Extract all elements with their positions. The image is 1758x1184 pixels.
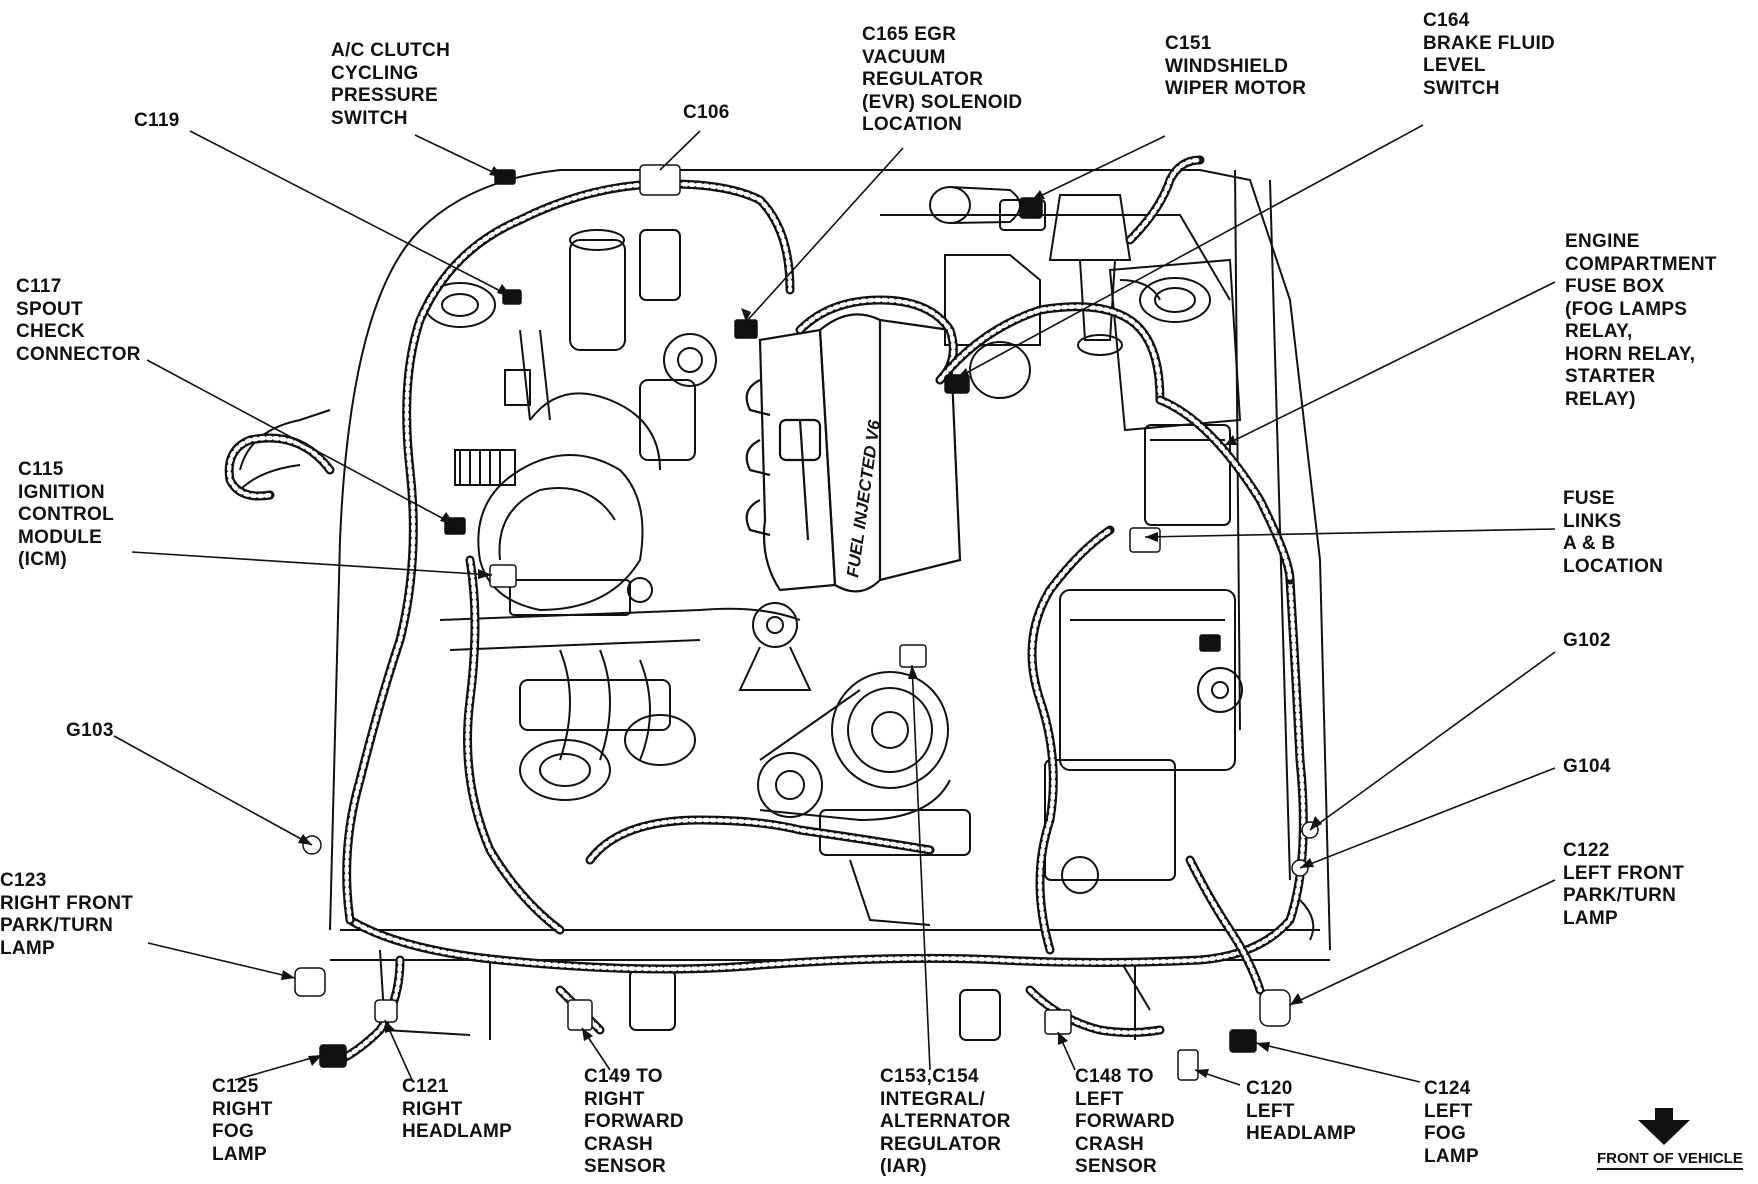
connector-c148: [1044, 1009, 1072, 1035]
connector-c165: [734, 319, 758, 339]
connectors: [294, 164, 1319, 1081]
callout-c151-wiper-motor: C151 WINDSHIELD WIPER MOTOR: [1165, 33, 1307, 99]
callout-fuse-links: FUSE LINKS A & B LOCATION: [1563, 488, 1664, 577]
compartment-outline: [329, 169, 1331, 1040]
callout-c164-brake-fluid-switch: C164 BRAKE FLUID LEVEL SWITCH: [1423, 10, 1556, 99]
connector-c123: [294, 967, 326, 997]
callout-c121-right-headlamp: C121 RIGHT HEADLAMP: [402, 1076, 513, 1142]
connector-c120: [1177, 1049, 1199, 1081]
connector-c115: [489, 564, 517, 588]
intake-manifold: [745, 313, 962, 593]
front-of-vehicle-label: FRONT OF VEHICLE: [1597, 1150, 1743, 1170]
callout-g103: G103: [66, 720, 114, 741]
leader-arrowheads: [281, 166, 1322, 1078]
callout-c148-left-crash-sensor: C148 TO LEFT FORWARD CRASH SENSOR: [1075, 1066, 1175, 1177]
connector-c124: [1229, 1029, 1257, 1053]
callout-c120-left-headlamp: C120 LEFT HEADLAMP: [1246, 1078, 1357, 1144]
callout-c125-right-fog: C125 RIGHT FOG LAMP: [212, 1076, 273, 1165]
connector-c122: [1259, 989, 1291, 1027]
connector-c121: [374, 999, 398, 1023]
connector-c106: [639, 164, 681, 196]
callout-c149-right-crash-sensor: C149 TO RIGHT FORWARD CRASH SENSOR: [584, 1066, 684, 1177]
callout-c165-evr-solenoid: C165 EGR VACUUM REGULATOR (EVR) SOLENOID…: [862, 24, 1023, 135]
engine-badge: FUEL INJECTED V6: [843, 419, 884, 579]
callout-c106: C106: [683, 102, 730, 123]
callout-g102: G102: [1563, 630, 1611, 651]
callout-c153-c154-iar: C153,C154 INTEGRAL/ ALTERNATOR REGULATOR…: [880, 1066, 1011, 1177]
fender-components-right: [239, 229, 681, 491]
intake-assembly: [477, 329, 717, 612]
connector-c153: [899, 644, 927, 668]
callout-c117-spout-connector: C117 SPOUT CHECK CONNECTOR: [16, 276, 141, 365]
connector-c151: [1019, 197, 1043, 219]
connector-c125: [319, 1044, 347, 1068]
callout-c115-icm: C115 IGNITION CONTROL MODULE (ICM): [18, 459, 115, 570]
leader-lines: [113, 124, 1556, 1086]
callout-c124-left-fog: C124 LEFT FOG LAMP: [1424, 1078, 1480, 1167]
callout-g104: G104: [1563, 756, 1611, 777]
down-arrow-icon: [1638, 1108, 1690, 1145]
callout-engine-fuse-box: ENGINE COMPARTMENT FUSE BOX (FOG LAMPS R…: [1565, 231, 1717, 410]
callout-ac-clutch-switch: A/C CLUTCH CYCLING PRESSURE SWITCH: [331, 40, 451, 129]
fuse-box-battery: [1044, 258, 1243, 894]
callout-c122-left-park-turn: C122 LEFT FRONT PARK/TURN LAMP: [1563, 840, 1685, 929]
connector-fuse-links: [1129, 527, 1161, 553]
callout-c119: C119: [134, 110, 180, 131]
wiring-harness: [224, 155, 1308, 1065]
callout-c123-right-park-turn: C123 RIGHT FRONT PARK/TURN LAMP: [0, 870, 134, 959]
cowl-components: [929, 186, 1161, 399]
connector-c149: [567, 999, 593, 1031]
engine-lower: [439, 577, 971, 926]
connector-c164: [944, 374, 970, 394]
